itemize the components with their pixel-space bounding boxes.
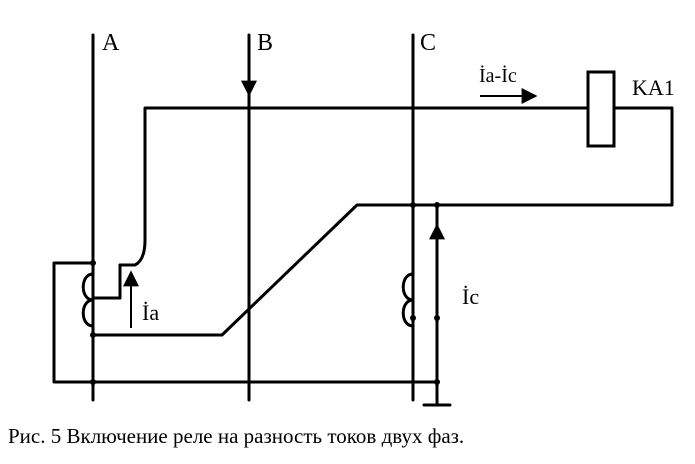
phase-a-label: A <box>102 30 120 56</box>
junction-dot <box>90 379 96 385</box>
ct-c-winding <box>401 272 414 328</box>
ct-a-loop <box>52 261 439 384</box>
junction-dot <box>434 315 440 321</box>
ct-connector-diagonal <box>91 203 439 337</box>
relay-connection-diagram: A B C KA1 İa-İc İa İc <box>52 30 675 407</box>
ct-a-winding <box>81 272 94 328</box>
current-a-label: İa <box>142 300 159 325</box>
current-c-label: İc <box>462 284 479 309</box>
junction-dot <box>434 202 440 208</box>
relay-label: KA1 <box>632 75 675 100</box>
junction-dot <box>434 379 440 385</box>
phase-b-label: B <box>257 30 273 56</box>
phase-c-label: C <box>420 30 436 56</box>
junction-dot <box>90 332 96 338</box>
junction-dot <box>410 315 416 321</box>
junction-dot <box>90 260 96 266</box>
current-diff-label: İa-İc <box>479 64 517 87</box>
figure-caption: Рис. 5 Включение реле на разность токов … <box>8 424 465 448</box>
relay-circuit-top <box>118 106 590 267</box>
relay-ka1-coil <box>586 70 616 148</box>
junction-dot <box>410 202 416 208</box>
